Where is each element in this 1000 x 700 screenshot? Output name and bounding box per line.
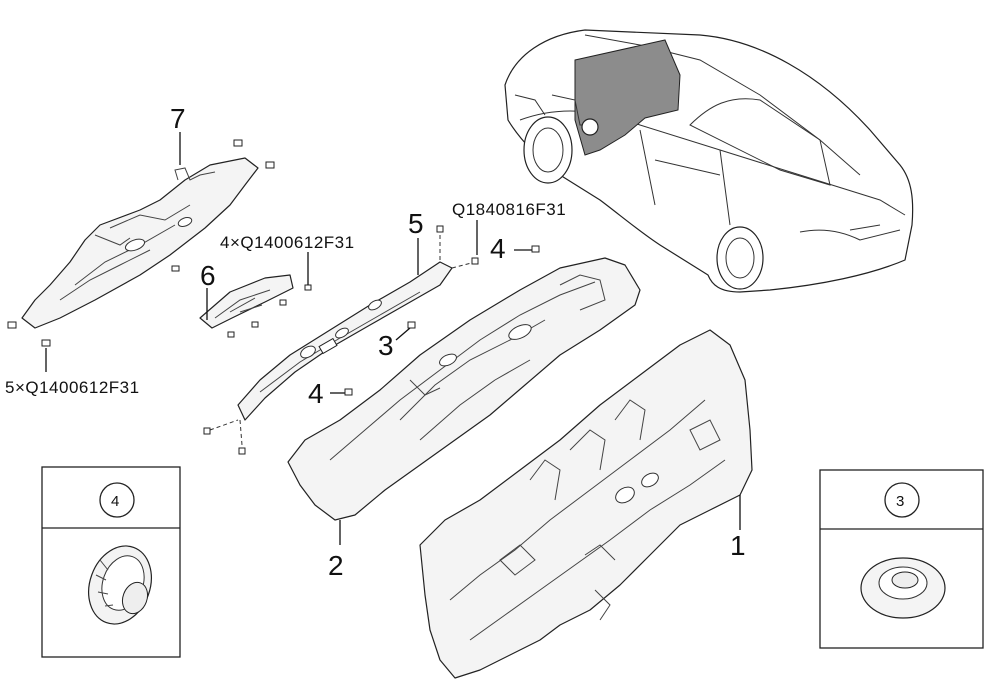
callout-5: 5 [408, 208, 424, 239]
detail-box-4-label: 4 [111, 493, 119, 510]
bolt-icon [7, 139, 275, 347]
detail-box-clip-4: 4 [41, 466, 181, 658]
detail-box-3-label: 3 [896, 493, 904, 510]
callout-3: 3 [378, 330, 394, 361]
part-2-dash-insulator [287, 257, 641, 521]
part-number-4x-q1400612: 4×Q1400612F31 [220, 233, 355, 252]
callout-7: 7 [170, 103, 186, 134]
callout-4-upper: 4 [490, 233, 506, 264]
vehicle-illustration [504, 29, 914, 293]
callout-1: 1 [730, 530, 746, 561]
callout-4-lower: 4 [308, 378, 324, 409]
part-number-q1840816: Q1840816F31 [452, 200, 566, 219]
part-1-lower-insulator [419, 329, 753, 679]
part-5-long-insulator-bar [237, 261, 453, 421]
part-7-cowl-insulator [21, 157, 259, 329]
grommet-icon [860, 557, 946, 619]
part-6-bracket [199, 274, 312, 338]
detail-box-grommet-3: 3 [819, 469, 984, 649]
callout-2: 2 [328, 550, 344, 581]
highlighted-insulator-location [574, 39, 681, 156]
callout-6: 6 [200, 260, 216, 291]
part-number-5x-q1400612: 5×Q1400612F31 [5, 378, 140, 397]
push-clip-icon [88, 545, 152, 625]
